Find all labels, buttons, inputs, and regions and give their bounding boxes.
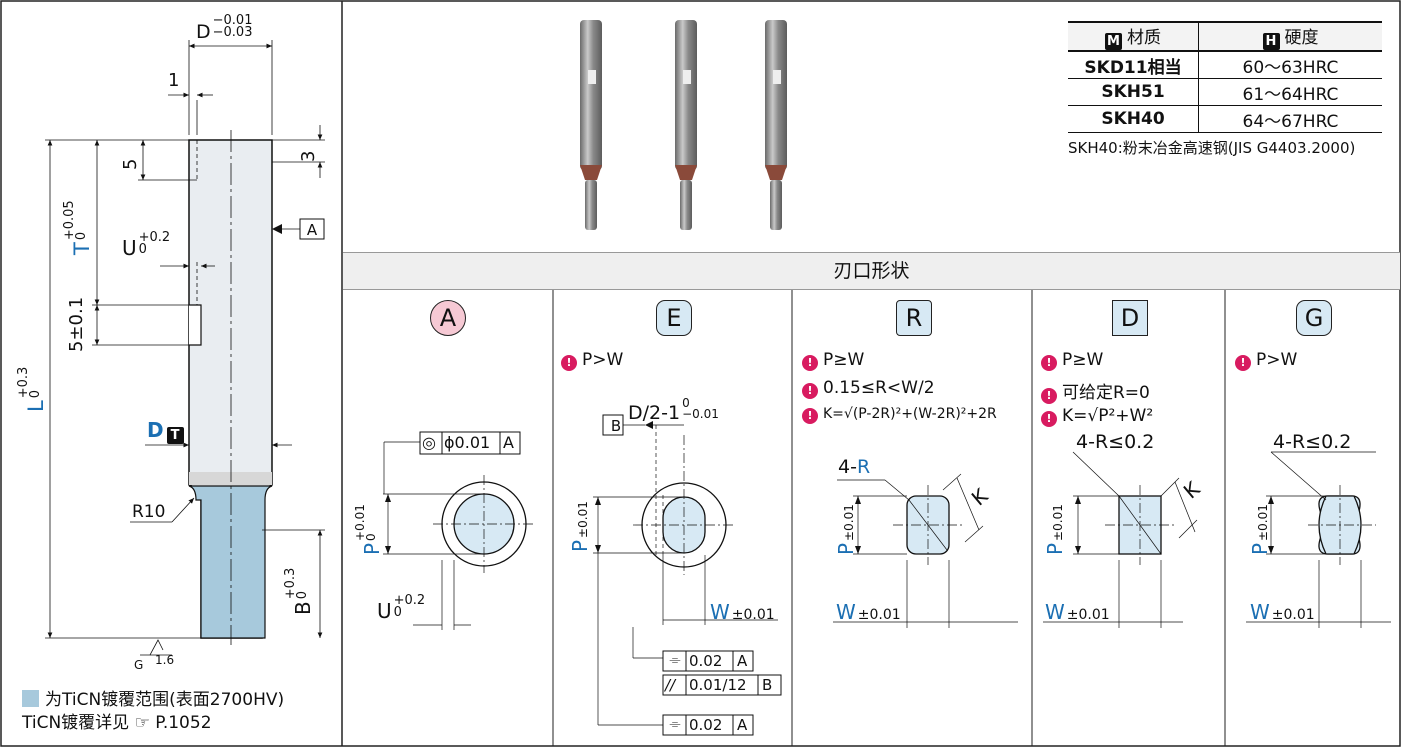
dim-5-top: 5 (120, 158, 141, 170)
shape-A-conc-datum: A (503, 433, 514, 452)
shape-E-sym2-icon: ⌯ (669, 716, 681, 732)
shape-E-condition: !P>W (561, 350, 623, 371)
shape-D-drawing (1043, 451, 1198, 628)
punch-coated-tip (188, 485, 273, 639)
shape-E-P: P±0.01 (568, 501, 592, 552)
shape-E-datum-B: B (610, 417, 622, 435)
shape-E-parallel-icon: // (665, 676, 676, 694)
shape-badge-D: D (1112, 300, 1148, 336)
shape-badge-G: G (1296, 300, 1332, 336)
dim-D-top: D−0.01−0.03 (196, 13, 253, 43)
shape-E-sym1-val: 0.02 (689, 652, 723, 670)
product-photos (580, 20, 787, 230)
shape-A-conc-value: ϕ0.01 (444, 433, 491, 452)
shape-R-P: P±0.01 (834, 504, 858, 555)
shape-E-sym1-icon: ⌯ (669, 652, 681, 668)
shape-G-condition: !P>W (1235, 350, 1297, 371)
dim-3: 3 (298, 150, 319, 162)
shape-D-P: P±0.01 (1043, 504, 1067, 555)
punch-photo-2 (675, 20, 697, 230)
shape-D-condition-1: !P≥W (1041, 350, 1103, 371)
dim-5-groove: 5±0.1 (66, 296, 87, 352)
material-note: SKH40:粉末冶金高速钢(JIS G4403.2000) (1068, 139, 1356, 157)
shape-G-corner: 4-R≤0.2 (1273, 431, 1352, 453)
ref-icon: ☞ (134, 713, 150, 733)
shape-badge-A: A (430, 300, 466, 336)
shape-badge-R: R (896, 300, 932, 336)
shape-G-drawing (1246, 451, 1391, 628)
punch-head-band (189, 472, 272, 485)
shape-D-corner: 4-R≤0.2 (1076, 431, 1155, 453)
dim-1: 1 (168, 70, 180, 91)
roughness-g: G (134, 658, 144, 672)
punch-photo-1 (580, 20, 602, 230)
shape-R-condition-1: !P≥W (802, 350, 864, 371)
shape-R-drawing (833, 473, 1018, 628)
shape-R-condition-3: !K=√(P-2R)²+(W-2R)²+2R (802, 406, 997, 424)
coating-swatch (22, 690, 39, 707)
shape-E-W: W±0.01 (710, 600, 775, 624)
shape-R-W: W±0.01 (836, 600, 901, 624)
shape-R-corner: 4-R (838, 456, 871, 478)
shape-E-par-val: 0.01/12 (689, 676, 747, 694)
shape-E-sym2-datum: A (737, 716, 748, 734)
shape-D-condition-3: !K=√P²+W² (1041, 406, 1153, 427)
section-title: 刃口形状 (343, 252, 1400, 290)
shape-badge-E: E (656, 300, 692, 336)
shape-E-drawing (593, 414, 782, 736)
shape-D-condition-2: !可给定R=0 (1041, 378, 1150, 404)
punch-drawing (45, 40, 325, 656)
shape-G-W: W±0.01 (1250, 600, 1315, 624)
shape-E-sym2-val: 0.02 (689, 716, 723, 734)
punch-photo-3 (765, 20, 787, 230)
shape-G-P: P±0.01 (1248, 504, 1272, 555)
coating-legend: 为TiCN镀覆范围(表面2700HV) TiCN镀覆详见 ☞ P.1052 (22, 690, 285, 733)
punch-groove (189, 304, 202, 346)
ref-page-link[interactable]: P.1052 (155, 713, 212, 733)
shape-A-drawing (383, 431, 533, 630)
shape-A-concentricity-icon: ◎ (422, 433, 436, 452)
R10-label: R10 (132, 502, 166, 522)
shape-D-W: W±0.01 (1045, 600, 1110, 624)
shape-E-par-datum: B (762, 676, 773, 694)
shape-E-sym1-datum: A (737, 652, 748, 670)
shape-R-condition-2: !0.15≤R<W/2 (802, 378, 935, 399)
roughness-value: 1.6 (155, 653, 175, 667)
datum-A-label: A (306, 221, 318, 239)
